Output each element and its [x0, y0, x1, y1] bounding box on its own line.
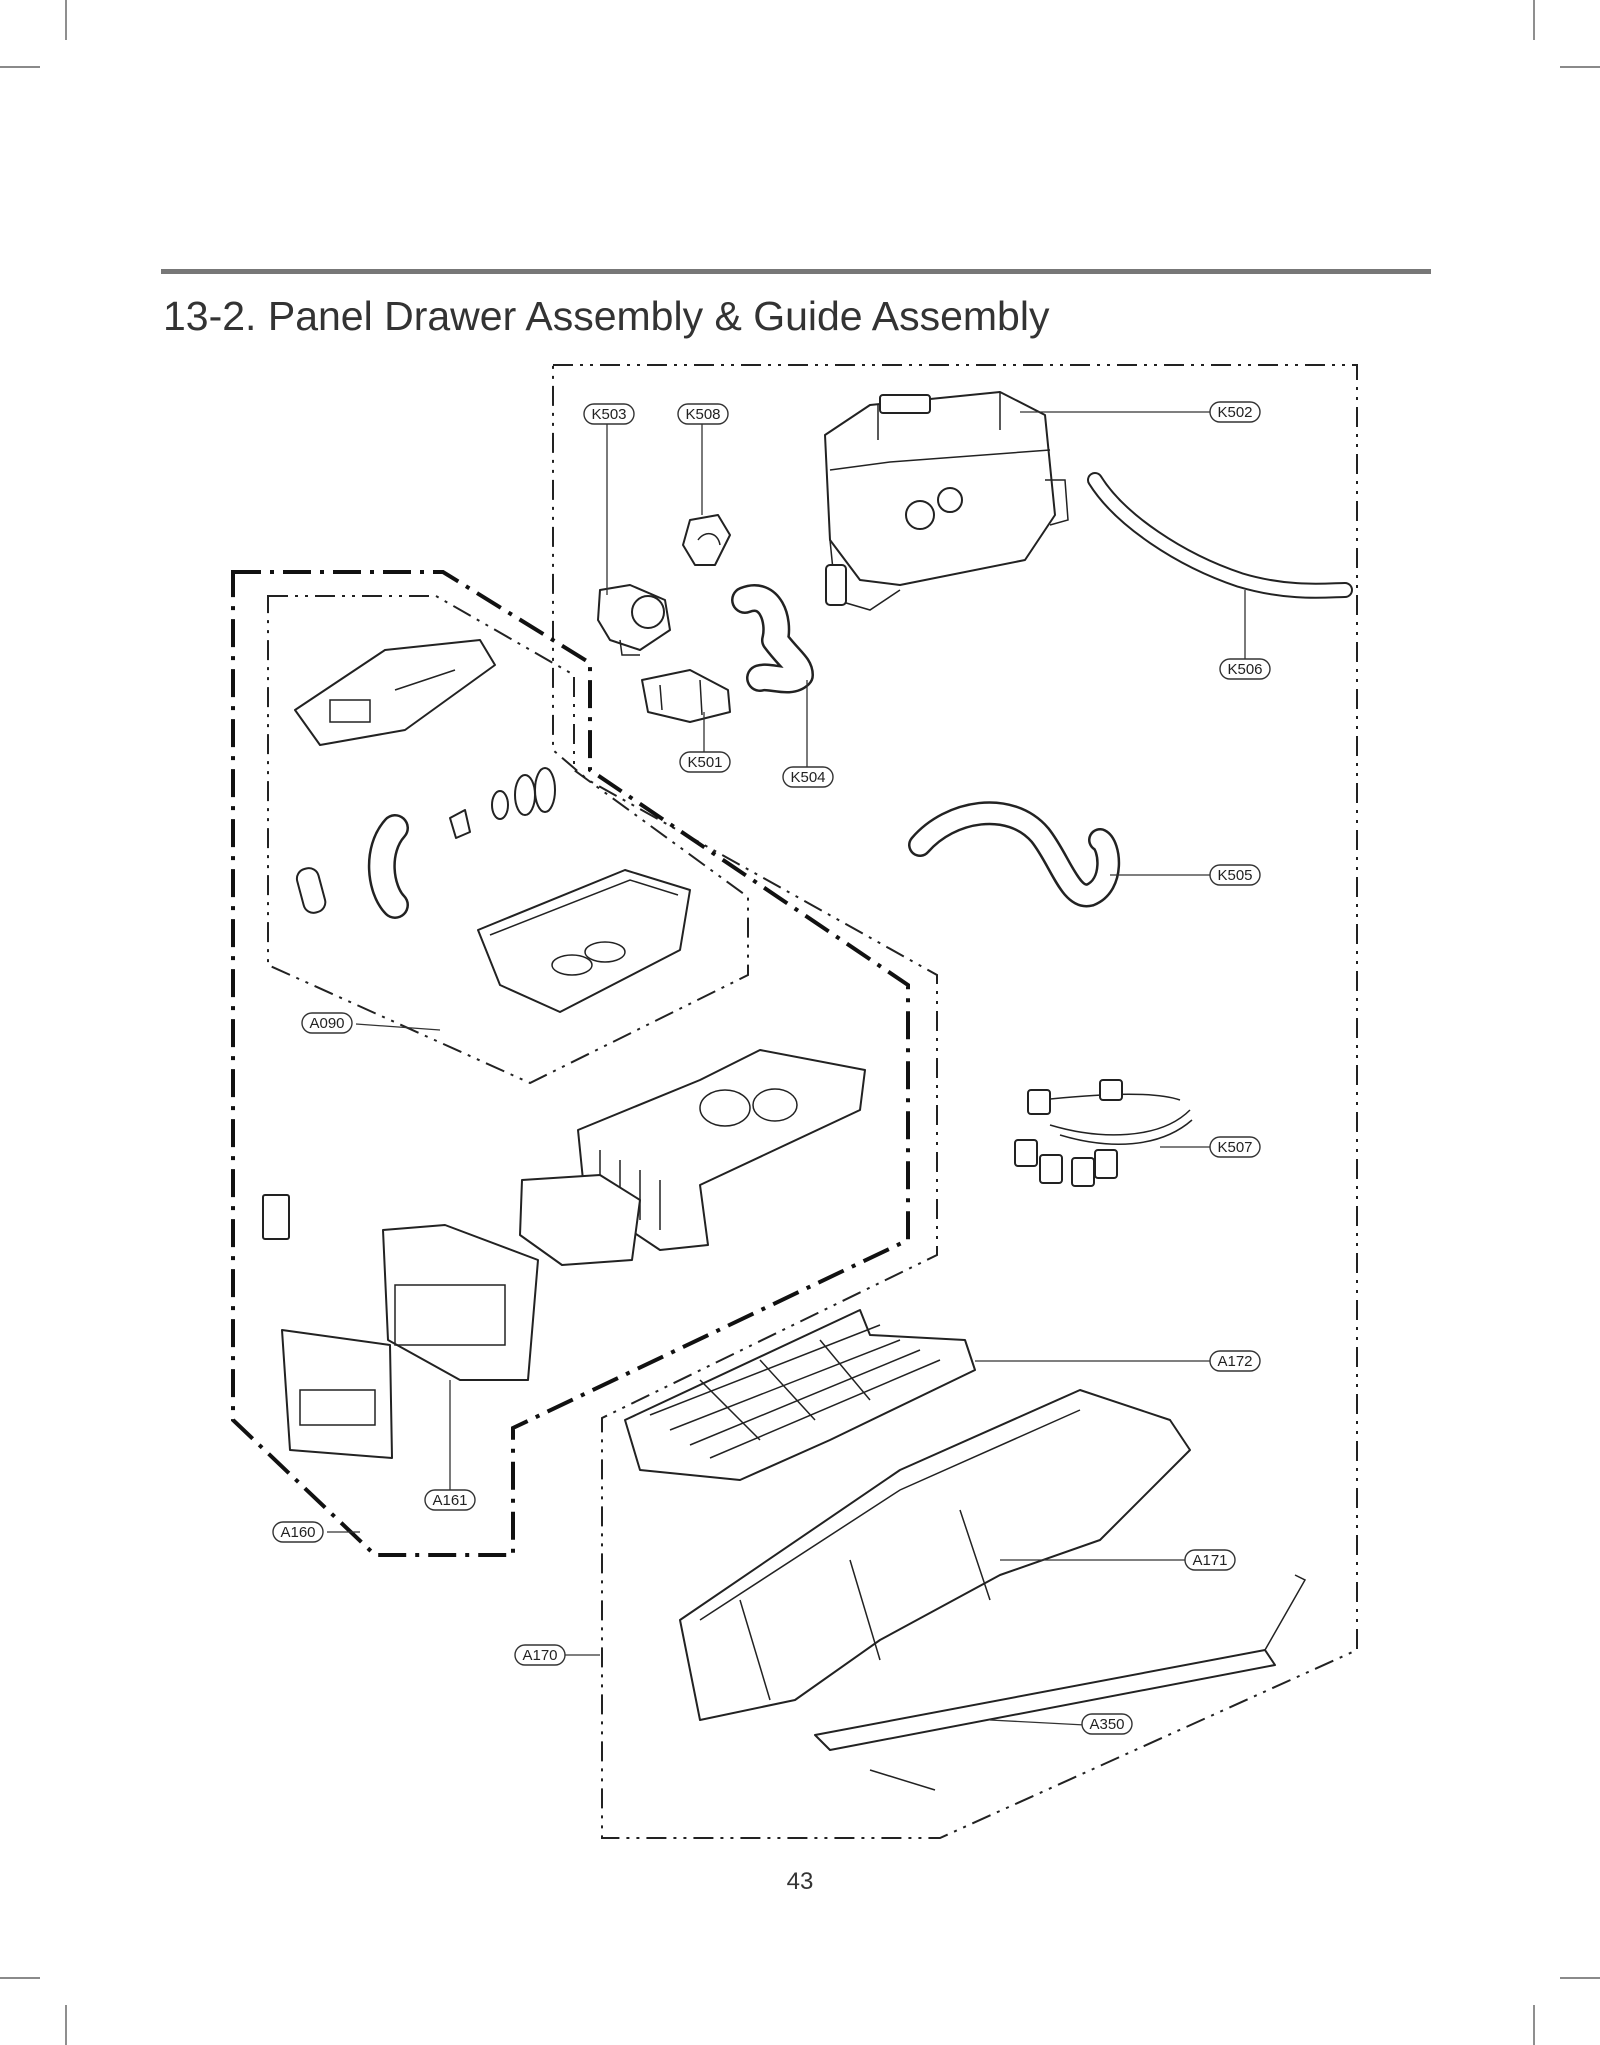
callout-k505: K505 [1209, 864, 1261, 886]
part-a090-tray [477, 869, 691, 1013]
callout-a172: A172 [1209, 1350, 1261, 1372]
callout-leaders [327, 411, 1246, 1726]
callout-a350: A350 [1081, 1713, 1133, 1735]
callout-a161-text: A161 [432, 1492, 467, 1509]
callout-k504-text: K504 [790, 769, 825, 786]
part-k505 [908, 801, 1121, 908]
header-rule [161, 269, 1431, 274]
drawer-group-boundary [231, 570, 910, 1557]
part-a350 [814, 1574, 1307, 1791]
callout-a090: A090 [301, 1012, 353, 1034]
part-front-bezel [519, 1174, 641, 1266]
callout-k503-text: K503 [591, 406, 626, 423]
callout-k506-text: K506 [1227, 661, 1262, 678]
callout-k501: K501 [679, 751, 731, 773]
part-logo-plate [262, 1194, 290, 1240]
part-a161 [382, 1224, 539, 1381]
part-k507 [1014, 1079, 1193, 1187]
callout-k503: K503 [583, 403, 635, 425]
callout-a172-text: A172 [1217, 1353, 1252, 1370]
part-k508 [682, 514, 731, 566]
callout-k502: K502 [1209, 401, 1261, 423]
callout-k508-text: K508 [685, 406, 720, 423]
part-k502 [824, 391, 1069, 611]
callout-k504: K504 [782, 766, 834, 788]
part-a172 [624, 1309, 976, 1481]
callout-k502-text: K502 [1217, 404, 1252, 421]
callout-a160: A160 [272, 1521, 324, 1543]
callout-k501-text: K501 [687, 754, 722, 771]
callout-a090-text: A090 [309, 1015, 344, 1032]
part-a090-siphon [295, 767, 556, 919]
upper-group-boundary [552, 364, 1358, 1839]
callout-k505-text: K505 [1217, 867, 1252, 884]
part-a160 [281, 1329, 393, 1459]
callout-a170: A170 [514, 1644, 566, 1666]
callout-a160-text: A160 [280, 1524, 315, 1541]
callout-a171-text: A171 [1192, 1552, 1227, 1569]
page-title: 13-2. Panel Drawer Assembly & Guide Asse… [163, 293, 1050, 339]
callout-a161: A161 [424, 1489, 476, 1511]
part-k503 [597, 584, 671, 656]
callout-k506: K506 [1219, 658, 1271, 680]
callout-k507-text: K507 [1217, 1139, 1252, 1156]
part-k506 [1087, 472, 1353, 599]
a090-subgroup-boundary [267, 595, 749, 1085]
part-k501 [641, 669, 731, 723]
callout-a171: A171 [1184, 1549, 1236, 1571]
callout-a170-text: A170 [522, 1647, 557, 1664]
callout-k508: K508 [677, 403, 729, 425]
part-k504 [731, 584, 814, 694]
page-number: 43 [787, 1868, 814, 1895]
callout-k507: K507 [1209, 1136, 1261, 1158]
part-a171 [679, 1389, 1191, 1721]
callout-a350-text: A350 [1089, 1716, 1124, 1733]
part-a090-lid [294, 639, 496, 746]
